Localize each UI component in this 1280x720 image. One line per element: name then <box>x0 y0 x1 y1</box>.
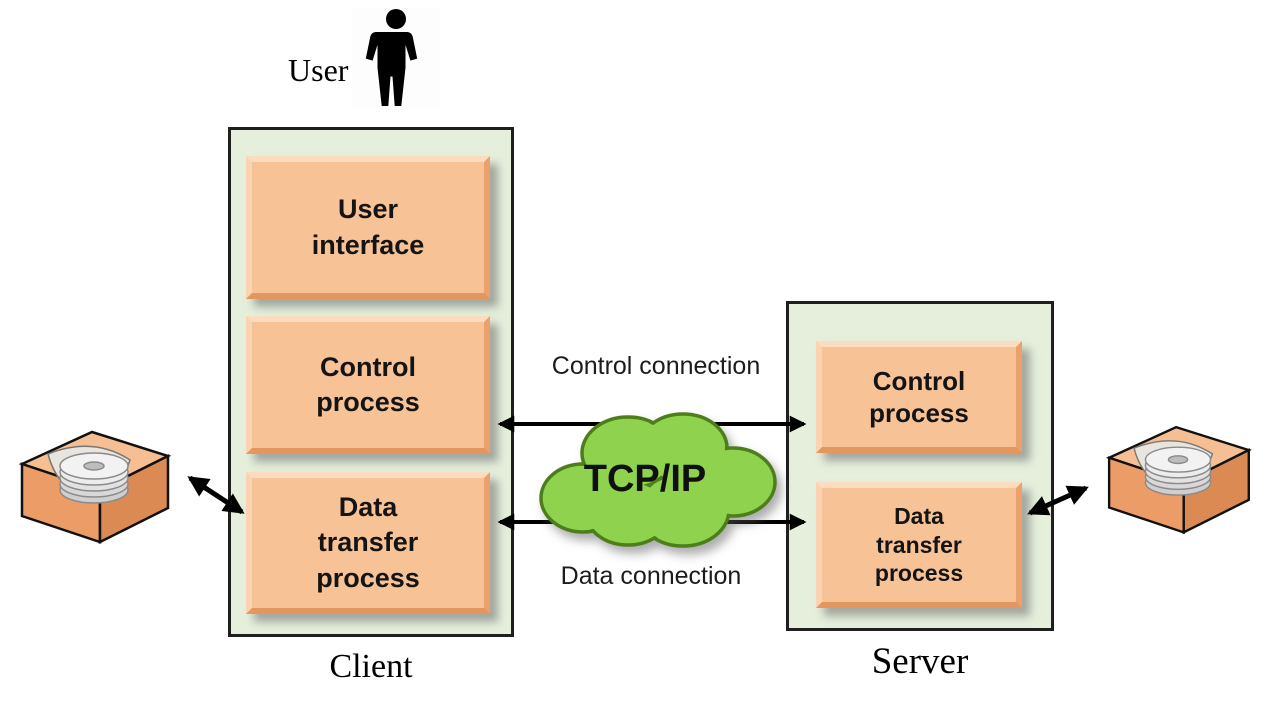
client-data-transfer-label: Data transfer process <box>316 492 420 593</box>
disk-box-icon <box>18 430 172 545</box>
tcpip-label: TCP/IP <box>583 458 707 500</box>
client-control-process-label: Control process <box>316 351 420 417</box>
user-label: User <box>288 52 349 88</box>
server-data-transfer-box: Data transfer process <box>816 482 1022 608</box>
server-control-process-label: Control process <box>869 365 969 429</box>
client-control-process-box: Control process <box>246 316 490 454</box>
client-user-interface-box: User interface <box>246 156 490 299</box>
person-icon <box>365 9 418 106</box>
disk-box-icon <box>1105 425 1252 535</box>
client-data-transfer-box: Data transfer process <box>246 472 490 614</box>
user-person-icon <box>352 8 440 108</box>
server-control-process-box: Control process <box>816 341 1022 453</box>
data-connection-label: Data connection <box>560 562 742 590</box>
control-connection-label: Control connection <box>551 352 761 380</box>
client-user-interface-label: User interface <box>311 194 425 260</box>
server-storage-arrow <box>1027 485 1089 516</box>
client-storage-icon <box>8 412 180 550</box>
server-storage-icon <box>1092 408 1264 540</box>
server-data-transfer-label: Data transfer process <box>874 502 964 587</box>
client-caption: Client <box>329 648 413 685</box>
server-caption: Server <box>871 641 969 682</box>
client-storage-arrow <box>187 475 245 515</box>
